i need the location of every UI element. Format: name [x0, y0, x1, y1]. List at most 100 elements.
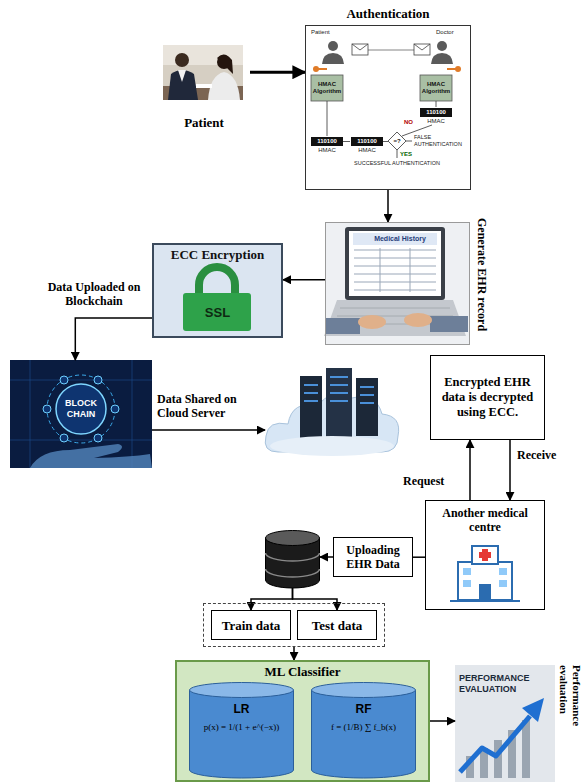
- connector-arrow: [250, 71, 305, 74]
- patient-photo: [163, 45, 243, 100]
- ssl-lock-icon: [153, 244, 282, 337]
- cloud-server-illustration: [304, 384, 318, 386]
- hmac-authentication-illustration: [447, 68, 456, 70]
- cloud-server-illustration: [326, 368, 352, 438]
- cylinder-band: [266, 553, 320, 561]
- ehr-image-box: Medical HistoryGenerate EHR record: [325, 222, 470, 345]
- hmac-authentication-illustration: [351, 137, 383, 146]
- connector-arrow: [469, 440, 471, 500]
- patient-photo: [178, 70, 186, 82]
- hmac-authentication-illustration: [414, 44, 430, 50]
- hospital-icon: [450, 600, 520, 602]
- blockchain-photo: [60, 376, 68, 384]
- node-text: RF: [311, 702, 416, 716]
- laptop-photo: [410, 248, 411, 292]
- edge-label: Request: [402, 474, 445, 488]
- laptop-photo: [354, 290, 436, 291]
- algorithm-label: HMAC Algorithm: [420, 81, 452, 95]
- performance-evaluation-photo: [522, 698, 544, 722]
- performance-evaluation-photo: [522, 720, 530, 778]
- cloud-server-illustration: [330, 376, 348, 378]
- cloud-image: [265, 365, 400, 460]
- blockchain-photo: [10, 440, 152, 441]
- performance-evaluation-photo: [494, 740, 502, 778]
- hmac-authentication-illustration: [311, 41, 461, 158]
- laptop-photo: [349, 231, 441, 296]
- cloud-server-illustration: [360, 386, 374, 388]
- hospital-icon: [463, 568, 471, 575]
- hospital-icon: [472, 546, 498, 564]
- cloud-server-illustration: [304, 392, 318, 394]
- laptop-photo: [354, 258, 436, 259]
- hmac-authentication-illustration: [436, 101, 437, 107]
- data-box: Train data: [211, 610, 291, 640]
- branch-label: YES: [400, 151, 412, 158]
- laptop-photo: [354, 274, 436, 275]
- cloud-server-illustration: [360, 394, 374, 396]
- patient-photo: [196, 84, 212, 88]
- hospital-icon: [479, 584, 491, 600]
- laptop-photo: [340, 308, 450, 309]
- hmac-authentication-illustration: [343, 141, 350, 142]
- medical-centre-box: Another medical centre: [425, 500, 545, 610]
- cloud-server-illustration: [270, 436, 394, 456]
- hash-label: HMAC: [311, 147, 343, 154]
- node-text: SSL: [154, 305, 281, 320]
- result-label: FALSE AUTHENTICATION: [414, 134, 466, 147]
- ssl-lock-icon: [199, 267, 235, 295]
- blockchain-photo: [30, 360, 31, 468]
- node-text: Encrypted EHR data is decrypted using EC…: [435, 375, 540, 420]
- blockchain-image: BLOCK CHAIN: [10, 360, 152, 468]
- node-text: Patient: [158, 115, 250, 130]
- node-text: Medical History: [365, 234, 435, 243]
- bit-string: 110100: [351, 137, 383, 146]
- node-text: ML Classifier: [177, 664, 428, 679]
- cloud-server-illustration: [330, 400, 348, 402]
- hospital-icon: [479, 552, 491, 558]
- model-cylinder: LRp(x) = 1/(1 + e^(−x)): [189, 682, 294, 778]
- hospital-icon: [499, 568, 507, 575]
- decision-symbol: =?: [388, 137, 406, 145]
- node-text: Test data: [312, 618, 362, 633]
- node-text: BLOCK CHAIN: [56, 398, 106, 420]
- performance-image: PERFORMANCE EVALUATIONPerformance evalua…: [455, 665, 555, 782]
- connector-arrow: [509, 440, 511, 500]
- cylinder-body: [190, 690, 294, 778]
- hmac-authentication-illustration: [322, 53, 344, 64]
- blockchain-photo: [56, 384, 106, 434]
- database-cylinder: [265, 530, 320, 588]
- hmac-authentication-illustration: [431, 53, 453, 64]
- laptop-photo: [380, 248, 381, 292]
- cloud-server-illustration: [356, 378, 378, 436]
- performance-evaluation-photo: [455, 665, 555, 782]
- node-text: f = (1/B) ∑ f_b(x): [314, 722, 413, 733]
- upload-box: Uploading EHR Data: [333, 537, 413, 577]
- hmac-authentication-illustration: [406, 141, 412, 142]
- illustration-label: Patient: [311, 29, 330, 36]
- connector-arrow: [430, 720, 455, 722]
- cylinder-outline: [265, 530, 320, 588]
- blockchain-photo: [60, 434, 68, 442]
- edge-label: Data Shared on Cloud Server: [156, 392, 266, 420]
- cylinder-top: [266, 531, 320, 546]
- blockchain-photo: [111, 405, 119, 413]
- patient-photo: [175, 53, 189, 67]
- bit-string: 110100: [311, 137, 343, 146]
- cloud-server-illustration: [330, 384, 348, 386]
- node-text: ECC Encryption: [154, 247, 281, 262]
- laptop-photo: [404, 313, 432, 327]
- hash-label: HMAC: [420, 118, 452, 125]
- connector-arrow: [152, 429, 265, 431]
- laptop-photo: [430, 316, 468, 332]
- hmac-authentication-illustration: [397, 150, 398, 158]
- hmac-authentication-illustration: [352, 44, 368, 55]
- hash-label: HMAC: [351, 147, 383, 154]
- hmac-authentication-illustration: [383, 141, 388, 142]
- blockchain-photo: [43, 376, 119, 442]
- laptop-photo: [326, 318, 360, 334]
- hmac-authentication-illustration: [388, 132, 406, 150]
- laptop-photo: [354, 266, 436, 267]
- laptop-photo: [358, 315, 386, 329]
- node-text: p(x) = 1/(1 + e^(−x)): [192, 722, 291, 733]
- connector-arrow: [293, 588, 338, 610]
